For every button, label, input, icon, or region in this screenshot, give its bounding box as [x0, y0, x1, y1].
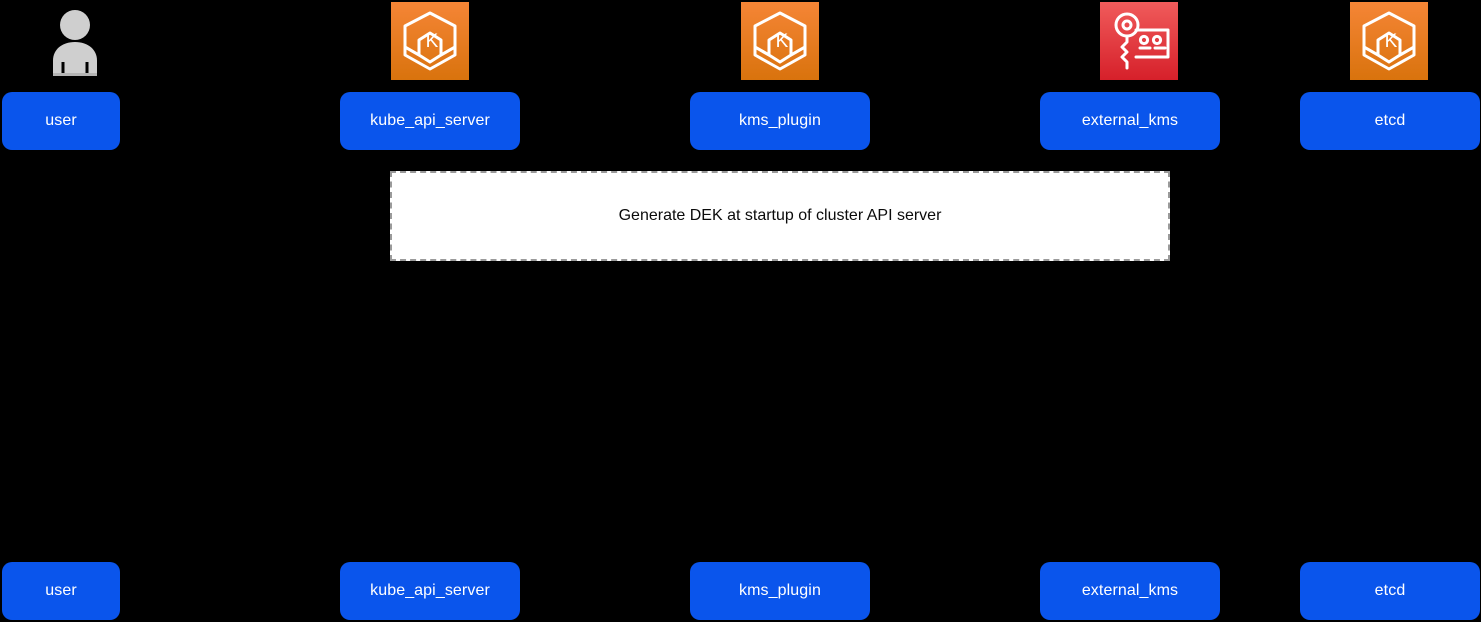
participant-label: etcd [1374, 582, 1406, 599]
kubernetes-eks-icon: K [391, 2, 469, 80]
participant-label: kube_api_server [370, 582, 490, 599]
svg-text:K: K [1385, 31, 1398, 52]
participant-box-external-kms[interactable]: external_kms [1040, 92, 1220, 150]
user-person-icon [36, 2, 114, 80]
participant-box-kms-plugin-bottom[interactable]: kms_plugin [690, 562, 870, 620]
participant-box-kube-api-server-bottom[interactable]: kube_api_server [340, 562, 520, 620]
participant-label: user [45, 582, 77, 599]
participant-label: external_kms [1081, 112, 1179, 129]
participant-box-user-bottom[interactable]: user [2, 562, 120, 620]
svg-text:K: K [426, 31, 439, 52]
participant-box-kube-api-server[interactable]: kube_api_server [340, 92, 520, 150]
participant-label: kms_plugin [739, 582, 821, 599]
participant-label: kube_api_server [370, 112, 490, 129]
participant-label: user [45, 112, 77, 129]
participant-label: kms_plugin [739, 112, 821, 129]
note-text: Generate DEK at startup of cluster API s… [618, 207, 942, 224]
participant-box-external-kms-bottom[interactable]: external_kms [1040, 562, 1220, 620]
kubernetes-eks-icon: K [741, 2, 819, 80]
participant-box-user[interactable]: user [2, 92, 120, 150]
participant-box-kms-plugin[interactable]: kms_plugin [690, 92, 870, 150]
participant-label: external_kms [1081, 582, 1179, 599]
note-generate-dek: Generate DEK at startup of cluster API s… [390, 171, 1170, 261]
aws-kms-key-icon [1100, 2, 1178, 80]
participant-label: etcd [1374, 112, 1406, 129]
participant-box-etcd[interactable]: etcd [1300, 92, 1480, 150]
kubernetes-eks-icon: K [1350, 2, 1428, 80]
svg-text:K: K [776, 31, 789, 52]
participant-box-etcd-bottom[interactable]: etcd [1300, 562, 1480, 620]
